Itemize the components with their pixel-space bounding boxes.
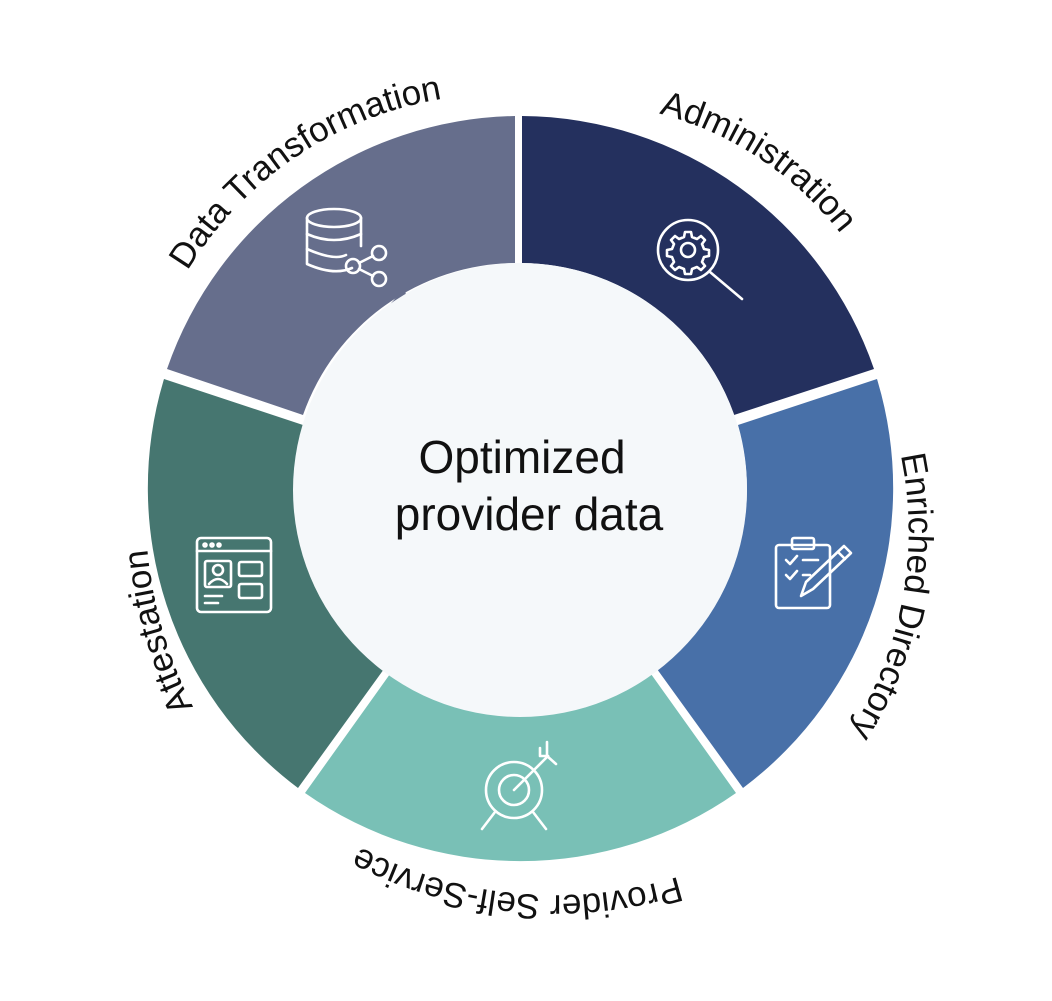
- segment-administration[interactable]: [522, 116, 874, 415]
- target-arrow-icon: [480, 740, 558, 831]
- gear-magnifier-icon: [656, 218, 744, 301]
- database-share-icon: [305, 207, 388, 288]
- center-title-line2: provider data: [395, 488, 664, 540]
- clipboard-pencil-icon: [774, 536, 853, 610]
- center-circle: [293, 263, 747, 717]
- segment-data-transformation[interactable]: [167, 116, 515, 415]
- profile-window-icon: [195, 536, 273, 614]
- center-title-line1: Optimized: [418, 431, 625, 483]
- segment-provider-self-service[interactable]: [305, 674, 736, 862]
- segment-attestation[interactable]: [147, 379, 384, 788]
